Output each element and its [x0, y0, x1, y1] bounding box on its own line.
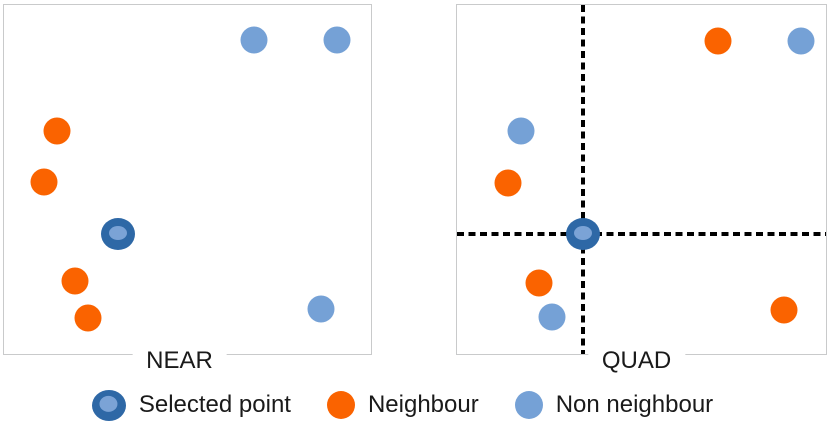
panel-quad-points [457, 5, 826, 354]
point-neighbour [43, 117, 71, 145]
point-non-neighbour [507, 117, 535, 145]
point-neighbour [74, 304, 102, 332]
point-neighbour [704, 27, 732, 55]
panel-near: NEAR [3, 4, 372, 374]
non-neighbour-marker-icon [514, 391, 543, 419]
panel-near-points [4, 5, 371, 354]
point-neighbour [770, 296, 798, 324]
legend-item-neighbour: Neighbour [326, 390, 479, 419]
legend-item-non-neighbour: Non neighbour [514, 390, 714, 419]
legend-label-non-neighbour: Non neighbour [555, 390, 714, 418]
selected-point-highlight [109, 226, 127, 241]
panel-near-label: NEAR [132, 348, 227, 374]
legend-label-selected-point: Selected point [138, 390, 291, 418]
legend: Selected point Neighbour Non neighbour [0, 388, 818, 422]
point-neighbour [525, 269, 553, 297]
selected-point-highlight [99, 395, 118, 412]
legend-label-neighbour: Neighbour [367, 390, 479, 418]
legend-item-selected-point: Selected point [91, 389, 291, 421]
neighbour-marker-icon [326, 391, 355, 419]
point-selected [101, 218, 135, 250]
quadrant-divider-vertical-line [581, 5, 585, 354]
point-selected [566, 218, 600, 250]
point-non-neighbour [240, 26, 268, 54]
point-non-neighbour [538, 303, 566, 331]
point-neighbour [30, 168, 58, 196]
panel-quad: QUAD [456, 4, 827, 374]
selected-point-highlight [574, 226, 592, 241]
point-neighbour [494, 169, 522, 197]
quadrant-divider-horizontal-line [457, 232, 826, 236]
point-non-neighbour [307, 295, 335, 323]
point-non-neighbour [323, 26, 351, 54]
panel-quad-label: QUAD [587, 348, 686, 374]
point-non-neighbour [787, 27, 815, 55]
selected-point-marker-icon [91, 389, 126, 421]
point-neighbour [61, 267, 89, 295]
